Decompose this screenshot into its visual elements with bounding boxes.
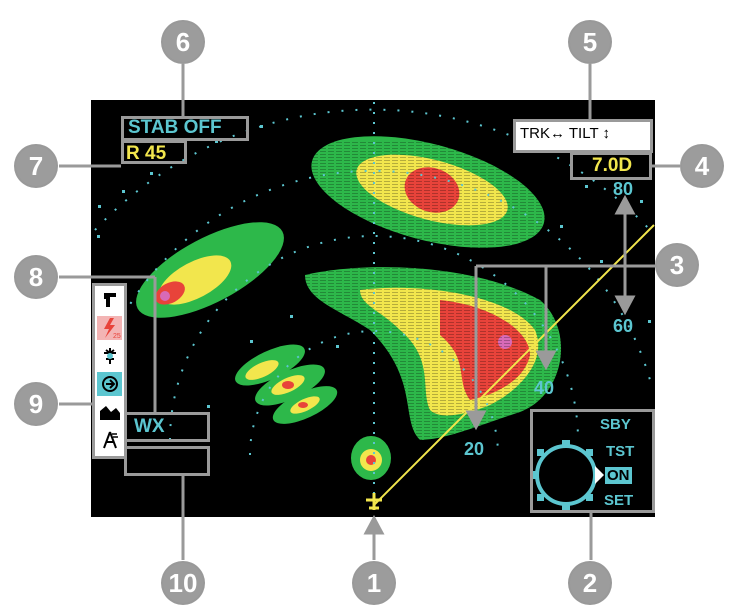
mode-tst[interactable]: TST xyxy=(606,443,635,460)
callout-9: 9 xyxy=(14,382,58,426)
tilt-frame xyxy=(570,152,652,180)
range-select: R 45 xyxy=(126,143,167,164)
range-arrow xyxy=(614,194,636,316)
turbulence-icon xyxy=(97,344,122,368)
weather-cells-small xyxy=(235,344,391,480)
mode-knob-icon[interactable] xyxy=(531,440,604,510)
callout-2: 2 xyxy=(568,561,612,605)
range-arcs xyxy=(94,108,651,456)
svg-text:25: 25 xyxy=(113,333,121,339)
callout-7: 7 xyxy=(14,144,58,188)
clutter-dots xyxy=(97,125,651,408)
callout-leaders xyxy=(59,64,680,560)
track-line xyxy=(373,224,655,506)
alert-icon-bar: 25 xyxy=(92,283,127,459)
predictive-windshear-icon xyxy=(97,372,122,396)
callout-8: 8 xyxy=(14,255,58,299)
range-mark-60: 60 xyxy=(613,316,634,336)
range-mark-20: 20 xyxy=(464,439,485,459)
weather-cell-left xyxy=(136,222,284,318)
range-mark-80: 80 xyxy=(613,179,634,199)
mode-set[interactable]: SET xyxy=(604,492,634,509)
callout-4: 4 xyxy=(680,144,724,188)
message-field xyxy=(124,446,210,476)
callout-3: 3 xyxy=(655,243,699,287)
range-frame xyxy=(121,140,187,164)
mode-on[interactable]: ON xyxy=(605,467,632,484)
windshear-icon xyxy=(97,288,122,312)
weather-cell-right xyxy=(305,265,565,445)
ground-clutter-icon xyxy=(97,428,122,452)
callout-5: 5 xyxy=(568,20,612,64)
terrain-icon xyxy=(97,400,122,424)
mode-sby[interactable]: SBY xyxy=(600,416,631,433)
callout-6: 6 xyxy=(161,20,205,64)
aircraft-symbol-icon xyxy=(366,493,382,510)
callout-10: 10 xyxy=(161,561,205,605)
trk-tilt-label: TRK↔ TILT ↕ xyxy=(520,125,611,142)
tilt-value: 7.0D xyxy=(592,155,633,176)
mode-menu-frame xyxy=(530,409,655,513)
range-mark-40: 40 xyxy=(534,378,555,398)
trk-tilt-frame xyxy=(513,119,653,153)
stab-status: STAB OFF xyxy=(128,117,222,138)
lightning-25-icon: 25 xyxy=(97,316,122,340)
callout-1: 1 xyxy=(352,561,396,605)
stab-frame xyxy=(121,116,249,141)
wx-mode-label: WX xyxy=(134,416,165,437)
